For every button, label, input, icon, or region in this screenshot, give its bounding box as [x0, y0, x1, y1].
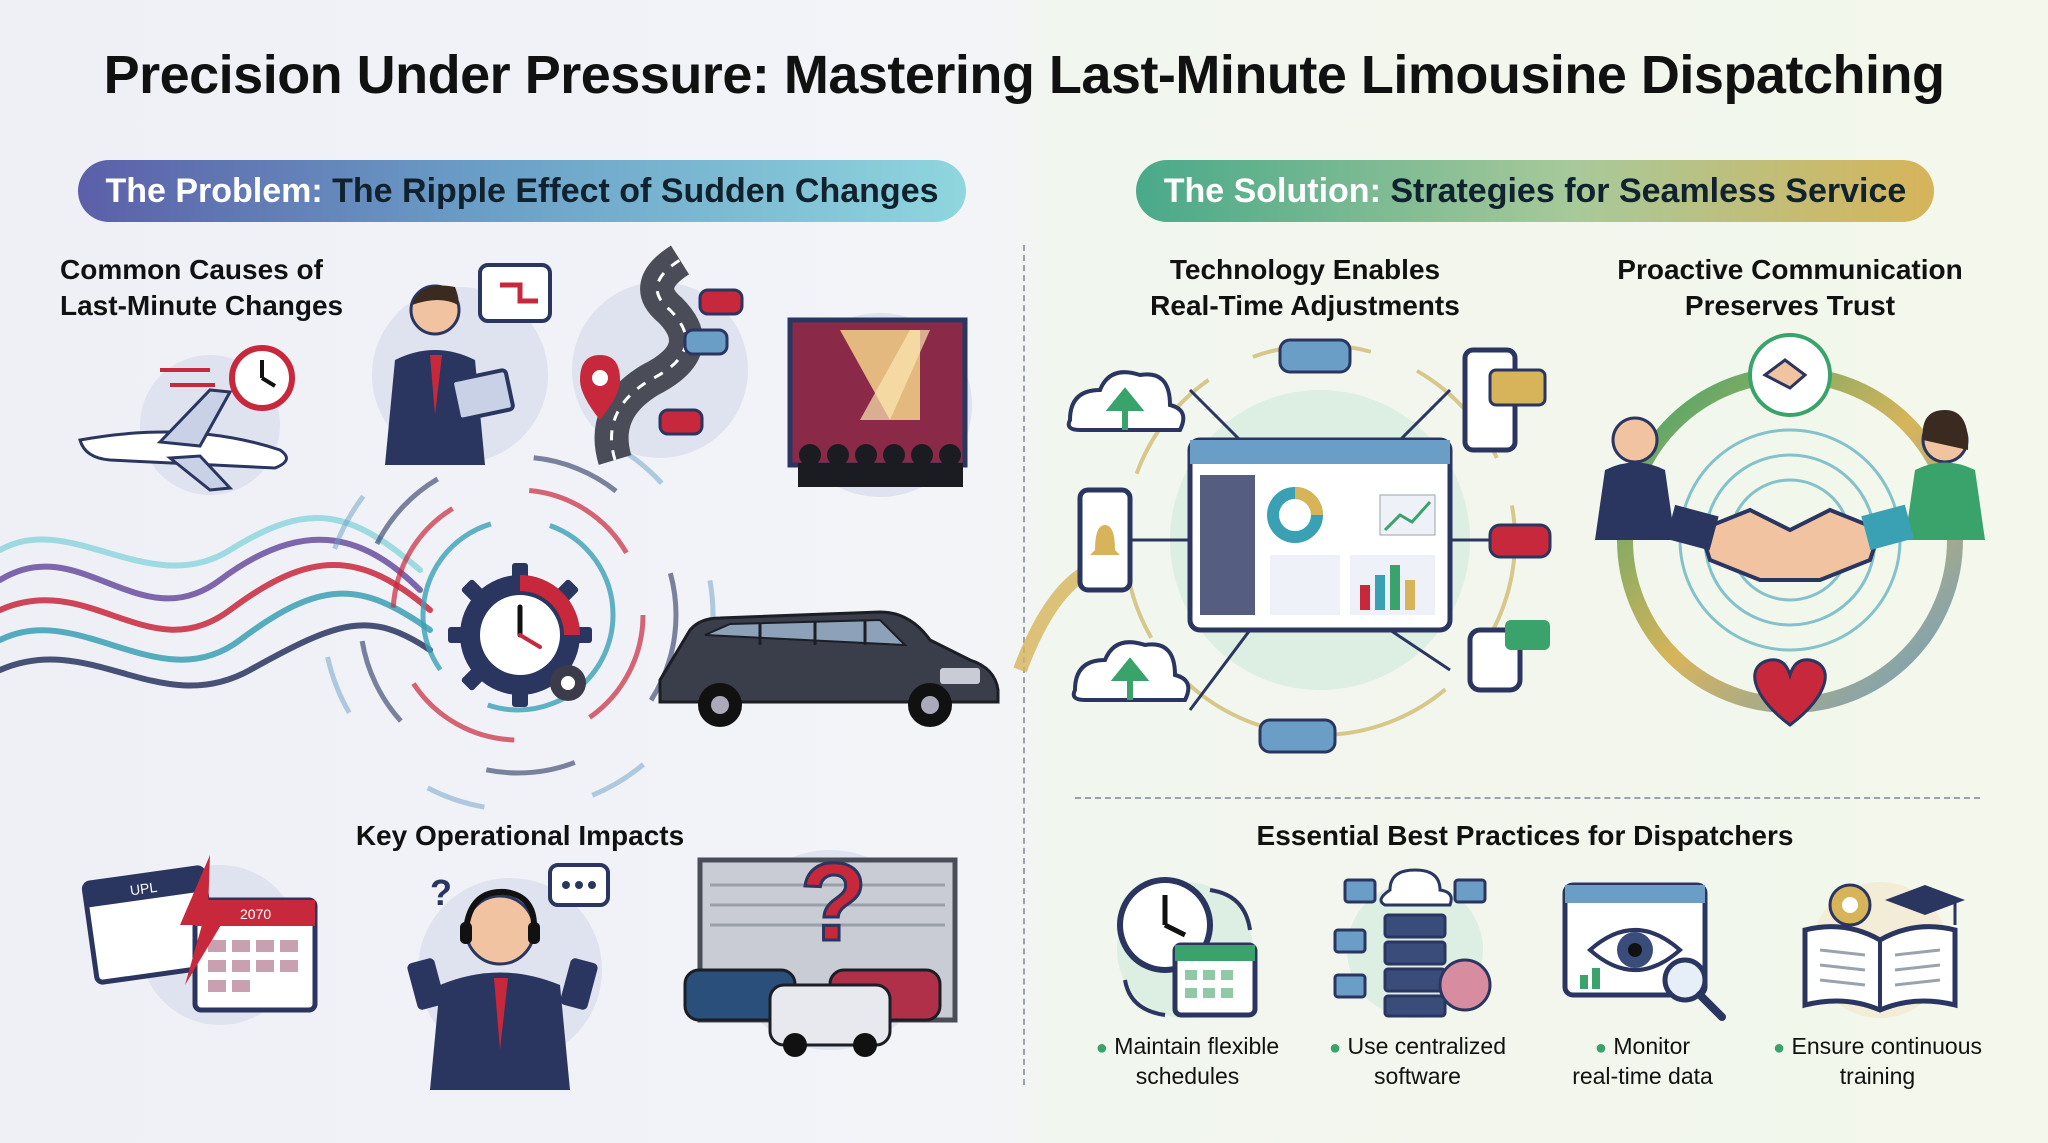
- tech-label-line1: Technology Enables: [1169, 254, 1441, 285]
- bullet-dot: ●: [1095, 1037, 1108, 1059]
- practice-item-continuous-training: ● Ensure continuous training: [1755, 1032, 2000, 1090]
- problem-banner: The Problem: The Ripple Effect of Sudden…: [78, 160, 966, 222]
- event-stage-icon: [787, 313, 972, 497]
- traffic-road-icon: [572, 245, 748, 465]
- practice-item-centralized-software: ● Use centralized software: [1300, 1032, 1535, 1090]
- bullet-dot: ●: [1594, 1037, 1607, 1059]
- businessman-tablet-icon: [372, 263, 552, 465]
- practice-line1: Use centralized: [1347, 1033, 1506, 1059]
- svg-text:?: ?: [800, 841, 867, 964]
- ripple-waves-illustration: [0, 417, 716, 813]
- practice-line2: schedules: [1135, 1063, 1240, 1089]
- solution-banner: The Solution: Strategies for Seamless Se…: [1136, 160, 1934, 222]
- practice-line2: training: [1839, 1063, 1916, 1089]
- schedule-conflict-icon: UPL 2070: [81, 855, 318, 1025]
- tech-label-line2: Real-Time Adjustments: [1150, 290, 1460, 321]
- calendar-label-b: 2070: [240, 906, 271, 922]
- gear-clock-icon: [448, 563, 592, 707]
- bullet-dot: ●: [1328, 1037, 1342, 1059]
- svg-text:?: ?: [430, 872, 452, 913]
- causes-label-line1: Common Causes of: [60, 254, 323, 285]
- solution-banner-text: Strategies for Seamless Service: [1380, 171, 1907, 210]
- causes-label: Common Causes of Last-Minute Changes: [60, 252, 380, 324]
- practice-line1: Maintain flexible: [1114, 1033, 1280, 1059]
- limousine-icon: [658, 610, 1000, 727]
- tech-hub-illustration: [1013, 338, 1552, 754]
- training-icon: [1802, 882, 1965, 1018]
- practice-item-flexible-schedules: ● Maintain flexible schedules: [1070, 1032, 1305, 1090]
- causes-label-line2: Last-Minute Changes: [60, 290, 344, 321]
- centralized-software-icon: [1333, 868, 1492, 1018]
- practice-line2: software: [1374, 1063, 1461, 1089]
- practice-line1: Monitor: [1613, 1033, 1691, 1059]
- problem-banner-lead: The Problem:: [105, 171, 323, 210]
- section-divider-horizontal: [1075, 797, 1980, 799]
- communication-trust-illustration: [1595, 333, 1985, 727]
- airplane-clock-icon: [78, 345, 295, 495]
- practices-label: Essential Best Practices for Dispatchers: [1256, 820, 1794, 851]
- practice-item-monitor-data: ● Monitor real-time data: [1525, 1032, 1760, 1090]
- fleet-shortage-icon: ?: [683, 840, 958, 1057]
- practice-line2: real-time data: [1572, 1063, 1713, 1089]
- comm-label-line1: Proactive Communication: [1617, 254, 1963, 285]
- solution-banner-lead: The Solution:: [1163, 171, 1381, 210]
- stressed-dispatcher-icon: ?: [407, 863, 610, 1090]
- flexible-schedule-icon: [1117, 877, 1258, 1018]
- problem-banner-text: The Ripple Effect of Sudden Changes: [322, 171, 939, 210]
- bullet-dot: ●: [1773, 1037, 1786, 1059]
- tech-label: Technology Enables Real-Time Adjustments: [1120, 252, 1490, 324]
- practice-line1: Ensure continuous: [1791, 1033, 1982, 1059]
- page-title: Precision Under Pressure: Mastering Last…: [103, 45, 1945, 105]
- monitor-data-icon: [1562, 882, 1726, 1021]
- impacts-label: Key Operational Impacts: [355, 820, 685, 851]
- comm-label: Proactive Communication Preserves Trust: [1580, 252, 2000, 324]
- comm-label-line2: Preserves Trust: [1684, 290, 1896, 321]
- calendar-label-a: UPL: [129, 879, 158, 899]
